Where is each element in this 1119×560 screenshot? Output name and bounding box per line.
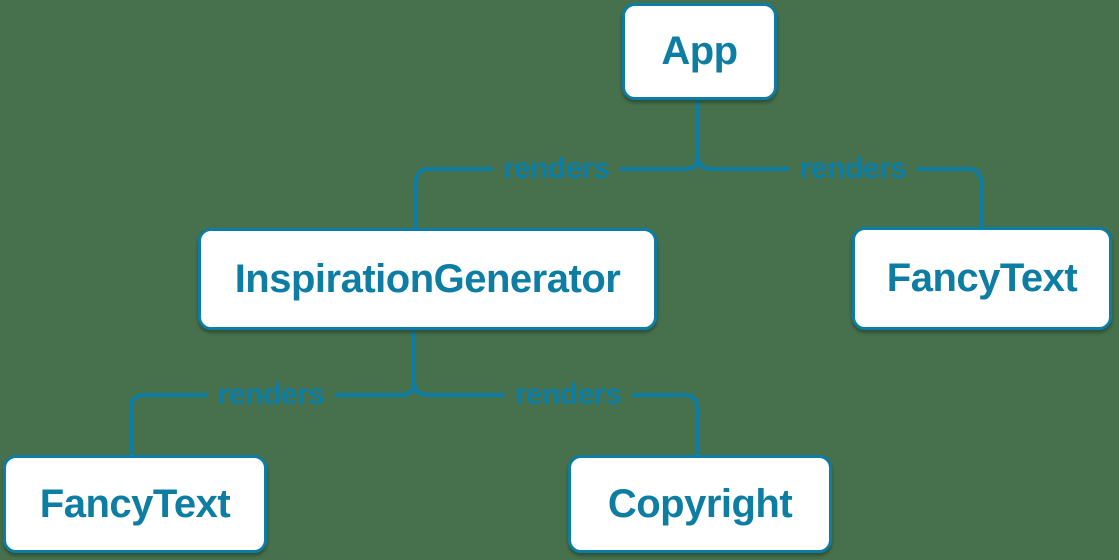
- node-copyright: Copyright: [568, 455, 832, 553]
- node-inspiration-generator: InspirationGenerator: [198, 228, 657, 330]
- connector-inspirationgenerator-to-copyright: [412, 381, 699, 455]
- node-fancy-text-bottom-left: FancyText: [3, 455, 267, 553]
- edge-label-app-fancytext: renders: [789, 151, 917, 187]
- node-fancy-text-top-right: FancyText: [852, 227, 1112, 330]
- node-copyright-label: Copyright: [607, 481, 793, 526]
- edge-label-inspirationgenerator-fancytext: renders: [207, 377, 335, 413]
- node-app: App: [622, 3, 777, 100]
- connector-app-to-fancytext: [696, 155, 983, 227]
- node-inspiration-generator-label: InspirationGenerator: [234, 256, 621, 301]
- node-app-label: App: [661, 29, 738, 73]
- edge-label-inspirationgenerator-copyright: renders: [504, 377, 632, 413]
- node-fancy-text-bottom-left-label: FancyText: [39, 481, 231, 526]
- edge-label-app-inspirationgenerator: renders: [492, 151, 620, 187]
- node-fancy-text-top-right-label: FancyText: [886, 256, 1078, 300]
